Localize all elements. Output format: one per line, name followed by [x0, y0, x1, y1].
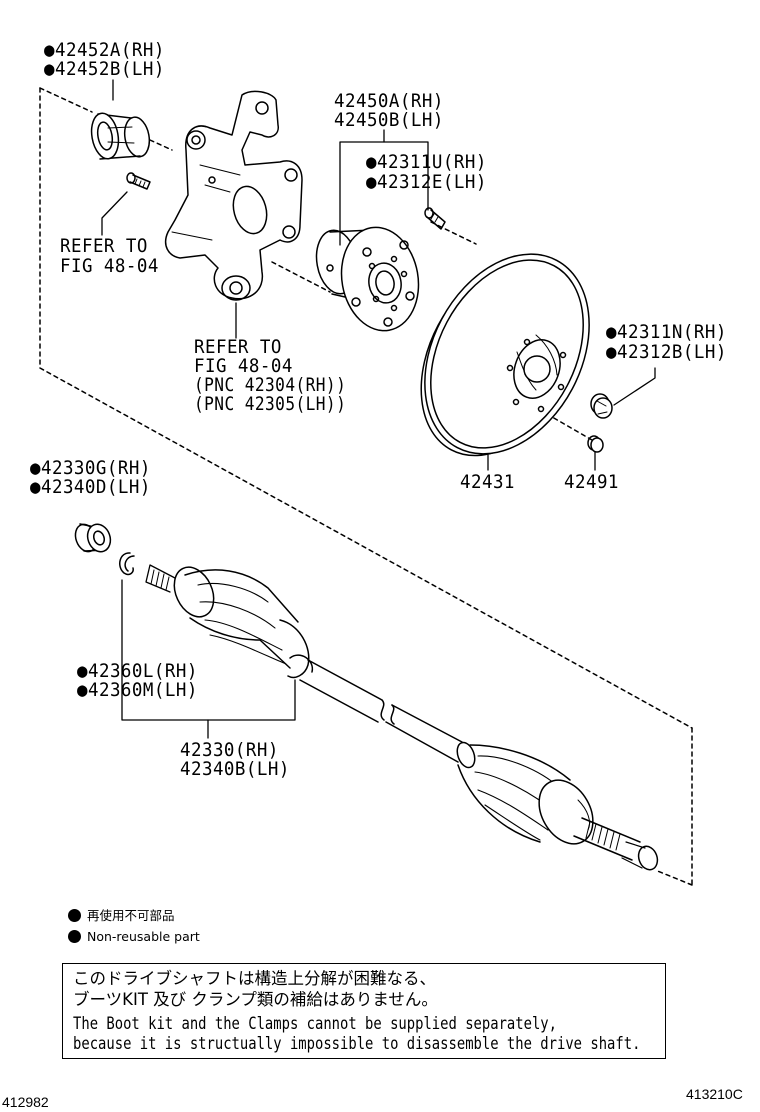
oil-seal-part	[74, 523, 112, 553]
callout-bearing-rh[interactable]: ●42452A(RH)	[44, 39, 165, 61]
callout-hub-bolt-lh[interactable]: ●42312E(LH)	[366, 171, 487, 193]
illustration-code-left: 412982	[2, 1094, 49, 1110]
hub-bolt-part	[424, 207, 446, 230]
callout-seal-rh[interactable]: ●42330G(RH)	[30, 457, 151, 479]
non-reusable-dot-icon	[68, 930, 81, 943]
illustration-code-right: 413210C	[686, 1086, 743, 1102]
callout-hub-assy-rh[interactable]: 42450A(RH)	[334, 90, 444, 112]
callout-shaft-rh[interactable]: 42330(RH)	[180, 739, 279, 761]
wheel-bearing-part	[90, 112, 151, 160]
refer-note-lower-line1[interactable]: REFER TO	[194, 336, 282, 358]
notice-en-line2: because it is structually impossible to …	[73, 1034, 641, 1053]
callout-hub-assy-lh[interactable]: 42450B(LH)	[334, 109, 444, 131]
callout-nut-rh[interactable]: ●42311N(RH)	[606, 321, 727, 343]
legend-text-jp: 再使用不可部品	[87, 908, 175, 923]
notice-jp-line1: このドライブシャフトは構造上分解が困難なる、	[73, 969, 436, 988]
refer-note-upper-line2[interactable]: FIG 48-04	[60, 255, 159, 277]
notice-en-line1: The Boot kit and the Clamps cannot be su…	[73, 1014, 557, 1033]
callout-hub-bolt-rh[interactable]: ●42311U(RH)	[366, 151, 487, 173]
axle-hub-part	[315, 226, 420, 332]
lock-nut-part	[590, 393, 613, 419]
refer-note-lower-pnc-lh[interactable]: (PNC 42305(LH))	[194, 393, 347, 415]
legend-text-en: Non-reusable part	[87, 929, 200, 944]
supply-notice-box: このドライブシャフトは構造上分解が困難なる、 ブーツKIT 及び クランプ類の補…	[62, 963, 666, 1059]
knuckle-bolt-part	[126, 172, 151, 190]
assembly-boundary-lines	[39, 87, 693, 886]
non-reusable-dot-icon	[68, 909, 81, 922]
refer-note-lower-line2[interactable]: FIG 48-04	[194, 355, 293, 377]
snap-ring-part	[119, 552, 135, 576]
drive-shaft-part	[145, 564, 659, 871]
callout-disc[interactable]: 42431	[460, 471, 515, 493]
brake-disc-part	[420, 253, 590, 457]
callout-nut-lh[interactable]: ●42312B(LH)	[606, 341, 727, 363]
callout-cap[interactable]: 42491	[564, 471, 619, 493]
callout-snap-ring-rh[interactable]: ●42360L(RH)	[77, 660, 198, 682]
grease-cap-part	[587, 435, 604, 453]
steering-knuckle-part	[164, 90, 303, 301]
legend-row-en: Non-reusable part	[68, 929, 200, 945]
callout-shaft-lh[interactable]: 42340B(LH)	[180, 758, 290, 780]
refer-note-upper-line1[interactable]: REFER TO	[60, 235, 148, 257]
notice-jp-line2: ブーツKIT 及び クランプ類の補給はありません。	[73, 990, 438, 1009]
callout-seal-lh[interactable]: ●42340D(LH)	[30, 476, 151, 498]
refer-note-lower-pnc-rh[interactable]: (PNC 42304(RH))	[194, 374, 347, 396]
legend-row-jp: 再使用不可部品	[68, 908, 175, 924]
callout-bearing-lh[interactable]: ●42452B(LH)	[44, 58, 165, 80]
callout-snap-ring-lh[interactable]: ●42360M(LH)	[77, 679, 198, 701]
leader-lines	[101, 79, 656, 739]
